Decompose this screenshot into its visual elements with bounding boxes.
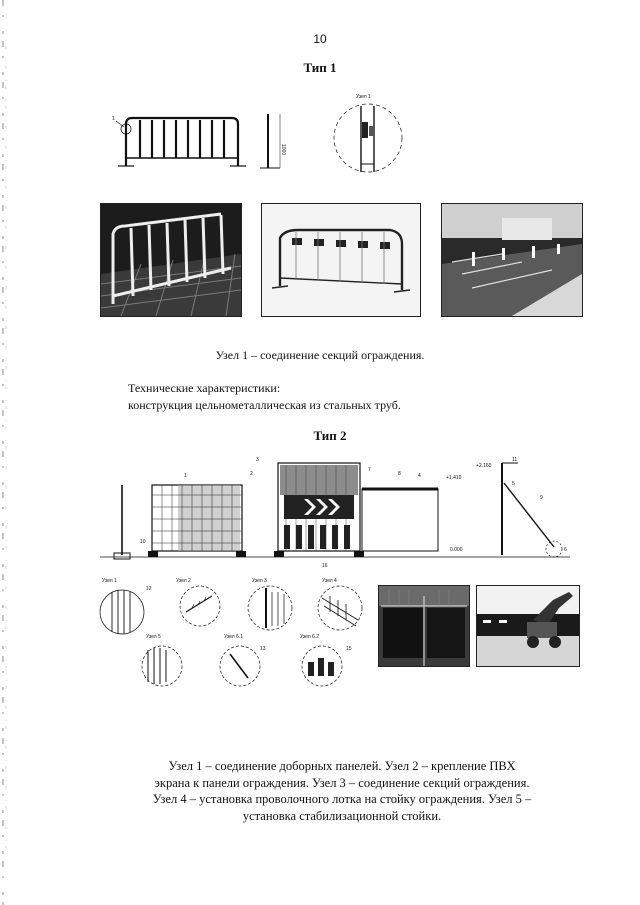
- node-label-1: Узел 1: [102, 578, 117, 584]
- section2-caption: Узел 1 – соединение доборных панелей. Уз…: [152, 759, 532, 823]
- section1-caption: Узел 1 – соединение секций ограждения.: [215, 348, 425, 362]
- callout-4: 4: [418, 473, 421, 479]
- node-label-6-2: Узел 6.2: [300, 634, 319, 640]
- elevation-mark-1: +1.410: [446, 475, 462, 481]
- callout-6: 6: [564, 547, 567, 553]
- callout-9: 9: [540, 495, 543, 501]
- barrier-elevation-drawing: 1: [112, 116, 246, 167]
- node-label-3: Узел 3: [252, 578, 267, 584]
- fence-node-details-drawing: Узел 1 12 Узел 2 Узел 3 Узел 4 Узел 5 Уз…: [99, 578, 363, 687]
- callout-2: 2: [250, 471, 253, 477]
- section2-heading: Тип 2: [313, 428, 347, 443]
- callout-10: 10: [140, 539, 146, 545]
- callout-1: 1: [184, 473, 187, 479]
- elevation-mark-3: 0.000: [450, 547, 463, 553]
- node-label-6-1: Узел 6.1: [224, 634, 243, 640]
- node1-detail-drawing: Узел 1: [333, 94, 403, 173]
- specs-title: Технические характеристики:: [128, 381, 281, 395]
- callout-7: 7: [368, 467, 371, 473]
- node1-callout: 12: [146, 586, 152, 592]
- node62-callout: 15: [346, 646, 352, 652]
- fence-elevation-drawing: +1.410 +2.160 0.000 1 2 3 4 5 6 7 8 9 10…: [100, 457, 570, 569]
- section1-heading: Тип 1: [303, 60, 337, 75]
- elevation-mark-2: +2.160: [476, 463, 492, 469]
- photo-barriers-on-road: [441, 203, 583, 317]
- node-label-4: Узел 4: [322, 578, 337, 584]
- photo-barrier-with-banner: [261, 203, 421, 317]
- photo-barrier-on-paving: [100, 203, 242, 317]
- node-label-2: Узел 2: [176, 578, 191, 584]
- scan-edge-artifact: [2, 0, 7, 905]
- node-label-5: Узел 5: [146, 634, 161, 640]
- callout-5: 5: [512, 481, 515, 487]
- barrier-side-view-drawing: 1000: [260, 114, 286, 169]
- callout-3: 3: [256, 457, 259, 463]
- dimension-label: 1000: [280, 144, 286, 155]
- specs-line: конструкция цельнометаллическая из сталь…: [128, 398, 401, 412]
- photo-fence-and-machinery: [476, 585, 580, 667]
- callout-1: 1: [112, 116, 115, 122]
- photo-fence-with-screen: [378, 585, 470, 667]
- callout-16: 16: [322, 563, 328, 569]
- node61-callout: 13: [260, 646, 266, 652]
- callout-11: 11: [512, 457, 517, 463]
- page-number: 10: [313, 32, 327, 46]
- detail-title: Узел 1: [356, 94, 371, 100]
- callout-8: 8: [398, 471, 401, 477]
